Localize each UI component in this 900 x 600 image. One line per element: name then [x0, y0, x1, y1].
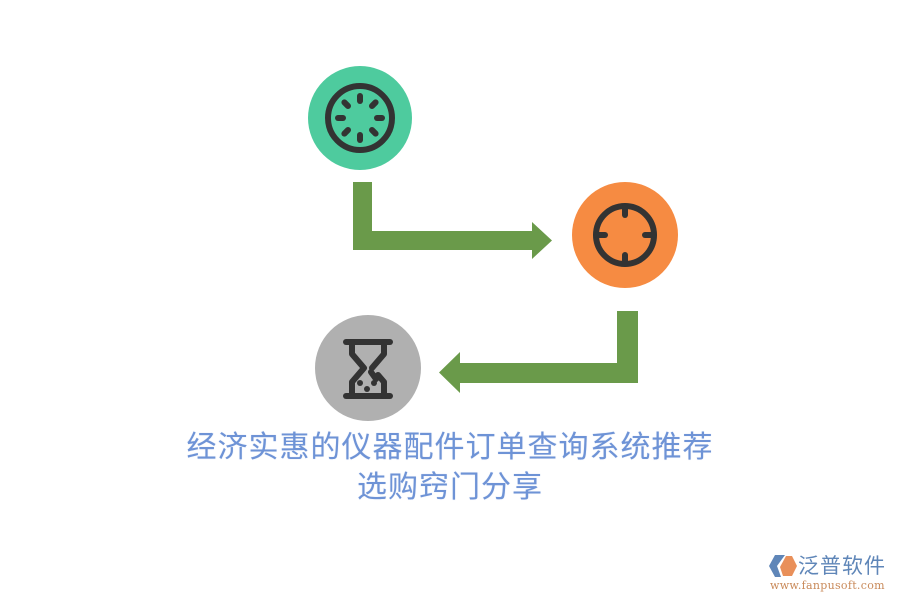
fanpusoft-logo-mark-icon — [769, 555, 797, 577]
step-1-node — [308, 66, 412, 170]
step-2-node — [572, 182, 678, 288]
logo-url: www.fanpusoft.com — [770, 579, 885, 592]
loading-spinner-icon — [325, 83, 395, 153]
fanpusoft-logo: 泛普软件 www.fanpusoft.com — [768, 552, 896, 596]
diagram-title: 经济实惠的仪器配件订单查询系统推荐 选购窍门分享 — [0, 428, 900, 508]
step-3-node — [315, 315, 421, 421]
crosshair-target-icon — [593, 203, 657, 267]
flow-arrow-1 — [353, 182, 552, 259]
flow-arrow-2 — [439, 311, 638, 393]
logo-name: 泛普软件 — [798, 554, 886, 578]
hourglass-icon — [343, 339, 393, 399]
title-line-2: 选购窍门分享 — [357, 470, 543, 505]
title-line-1: 经济实惠的仪器配件订单查询系统推荐 — [186, 430, 714, 465]
